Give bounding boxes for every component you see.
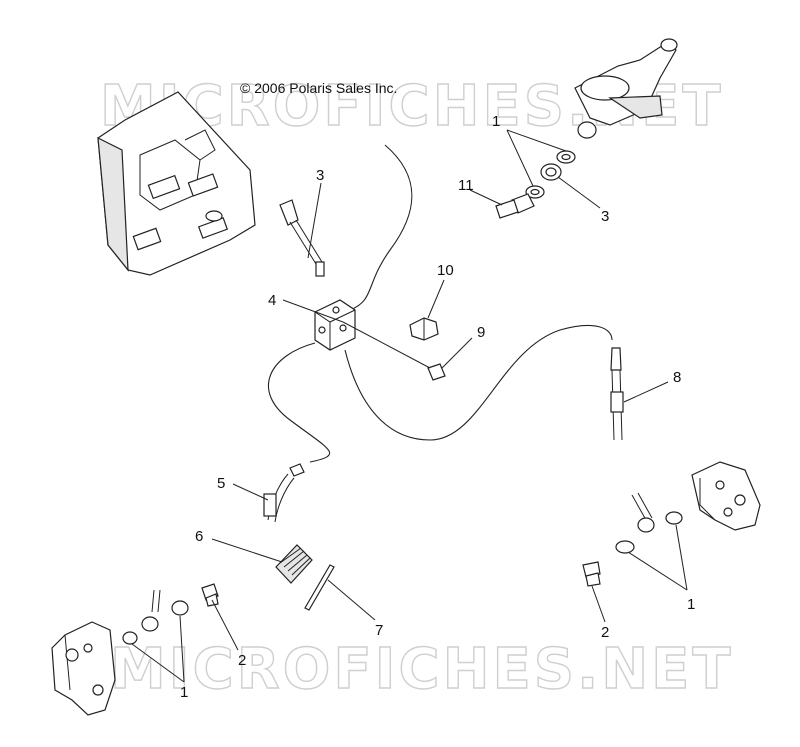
mounting-plate-part [97,91,256,276]
fitting-part-10 [409,317,439,341]
callout-7: 7 [375,622,383,639]
callout-2-right: 2 [601,624,609,641]
pin-part-7 [304,564,335,611]
callout-1-right: 1 [687,596,695,613]
spring-part-6 [275,544,313,584]
brake-hose-to-left [268,342,331,463]
brake-line-upper-left [279,144,413,311]
brake-hose-to-right [344,324,613,441]
right-banjo-fitting [615,492,683,554]
banjo-fitting-top [540,163,562,181]
brake-line-part-8 [610,347,624,441]
callout-3-left: 3 [316,167,324,184]
left-banjo-bolt [201,583,219,607]
master-cylinder-part [574,38,678,139]
callout-1-top: 1 [492,113,500,130]
left-caliper-part [51,621,116,716]
callout-3-right: 3 [601,208,609,225]
watermark-bottom: MICROFICHES.NET [110,637,734,702]
banjo-bolt-top [495,193,535,219]
distribution-block-part [314,299,356,351]
right-banjo-bolt [582,561,601,587]
leader-lines [131,129,688,683]
copyright-text: © 2006 Polaris Sales Inc. [240,80,397,96]
left-banjo-fitting [122,589,189,645]
callout-8: 8 [673,369,681,386]
callout-11: 11 [458,177,474,194]
callout-9: 9 [477,324,485,341]
callout-10: 10 [437,262,454,279]
callout-6: 6 [195,528,203,545]
callout-4: 4 [268,292,276,309]
washer-top-a [556,150,576,164]
callout-5: 5 [217,475,225,492]
right-caliper-part [691,461,761,531]
washer-top-b [525,185,545,199]
brake-line-part-5 [263,463,305,523]
bolt-part-9 [427,363,446,381]
callout-1-left: 1 [180,684,188,701]
callout-2-left: 2 [238,652,246,669]
